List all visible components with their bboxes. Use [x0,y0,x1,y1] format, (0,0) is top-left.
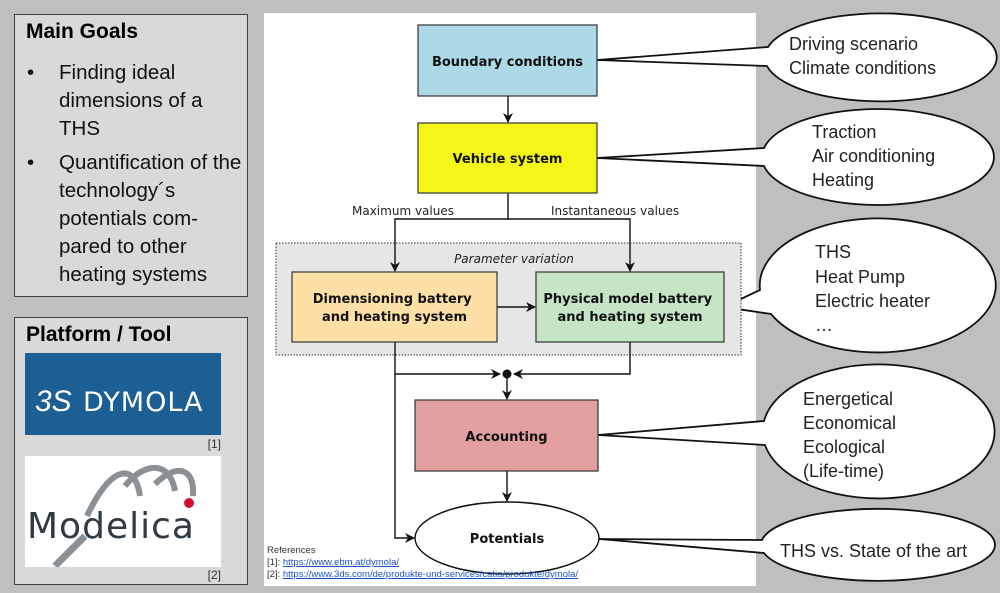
svg-text:Physical model battery a: Physical model battery and heating syste… [543,292,716,325]
node-potentials: Potentials [414,501,600,575]
junction-dot [502,369,512,379]
modelica-swoosh [52,533,88,569]
svg-text:Energetical Economical: Energetical Economical Ecological (Life-… [803,389,901,481]
reference-item: [2]: https://www.3ds.com/de/produkte-und… [267,569,579,580]
callout-line: … [815,315,833,335]
edge-dimensioning-potentials [394,374,415,543]
modelica-wordmark: Modelica [27,506,195,547]
3ds-mark: 3S [35,385,72,418]
callout-boundary: Driving scenario Climate conditions [596,12,998,103]
main-goals-list: Finding ideal dimensions of a THS Quanti… [25,59,245,295]
callout-potentials: THS vs. State of the art [598,507,996,582]
callout-line: Air conditioning [812,146,935,166]
callout-physical: THS Heat Pump Electric heater … [720,217,997,354]
callout-vehicle: Traction Air conditioning Heating [596,108,995,206]
parameter-variation-label: Parameter variation [454,252,574,266]
edge-vehicle-physical [508,218,635,272]
modelica-arcs [84,464,197,518]
goal-item: Finding ideal dimensions of a THS [25,59,245,143]
edge-label-max: Maximum values [352,204,454,218]
modelica-logo: Modelica [25,456,221,569]
edge-vehicle-dimensioning [390,193,509,272]
callout-line: Heat Pump [815,267,905,287]
node-physical-model: Physical model battery and heating syste… [535,271,725,343]
reference-item: [1]: https://www.ebm.at/dymola/ [267,557,400,568]
callout-line: (Life-time) [803,461,884,481]
node-vehicle-system: Vehicle system [417,122,598,194]
modelica-ref: [2] [207,568,221,582]
edges [390,96,635,543]
edge-physical-junction [513,342,631,379]
callout-line: Heating [812,170,874,190]
node-boundary-conditions: Boundary conditions [417,24,598,97]
callout-line: Driving scenario [789,34,918,54]
svg-text:THS Heat Pump Elec: THS Heat Pump Electric heater … [815,242,935,335]
dymola-ref: [1] [207,437,221,451]
svg-text:Potentials: Potentials [470,532,545,547]
svg-text:Dimensioning battery and: Dimensioning battery and heating system [313,292,477,325]
svg-text:Boundary conditions: Boundary conditions [432,55,583,70]
goal-item: Quantification of the technology´s poten… [25,149,245,289]
callout-line: Economical [803,413,896,433]
callout-line: Climate conditions [789,58,936,78]
references-title: References [267,545,316,556]
svg-text:Vehicle system: Vehicle system [453,152,563,167]
node-dimensioning: Dimensioning battery and heating system [291,271,498,343]
node-accounting: Accounting [414,399,599,472]
edge-label-instantaneous: Instantaneous values [551,204,679,218]
main-goals-title: Main Goals [26,20,139,43]
svg-text:THS vs. State of the art: THS vs. State of the art [780,541,967,561]
svg-text:Accounting: Accounting [465,430,547,445]
callout-line: THS [815,242,851,262]
reference-link[interactable]: https://www.ebm.at/dymola/ [282,557,400,568]
platform-title: Platform / Tool [26,323,172,346]
dymola-wordmark: DYMOLA [83,387,204,418]
dymola-logo: 3S DYMOLA [25,353,221,435]
callout-line: THS vs. State of the art [780,541,967,561]
svg-text:Traction Air conditionin: Traction Air conditioning Heating [812,122,940,190]
callout-line: Ecological [803,437,885,457]
callout-line: Traction [812,122,876,142]
references: References [1]: https://www.ebm.at/dymol… [267,545,578,581]
svg-text:Driving scenario Climate: Driving scenario Climate conditions [789,34,936,78]
callout-line: Electric heater [815,291,930,311]
callout-line: Energetical [803,389,893,409]
platform-panel: Platform / Tool 3S DYMOLA [1] Modelica [… [14,317,248,585]
main-goals-panel: Main Goals Finding ideal dimensions of a… [14,14,248,297]
reference-link[interactable]: https://www.3ds.com/de/produkte-und-serv… [282,569,579,580]
modelica-dot [184,498,194,508]
callout-accounting: Energetical Economical Ecological (Life-… [597,363,996,500]
